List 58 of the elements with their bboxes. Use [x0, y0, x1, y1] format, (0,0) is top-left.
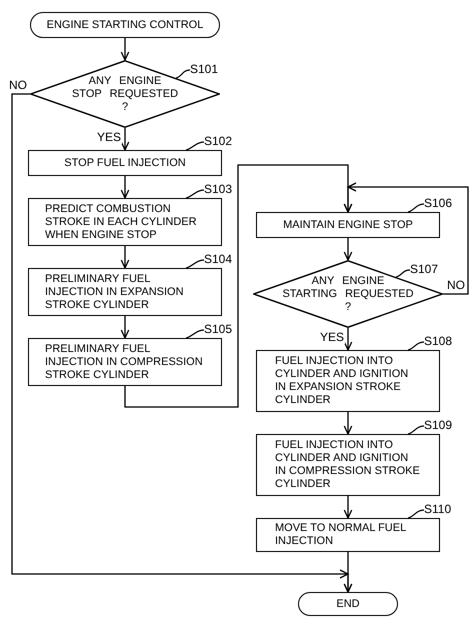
leader-line	[186, 189, 204, 199]
process-box	[28, 268, 222, 316]
step-number: S103	[204, 182, 232, 196]
step-description: MOVE TO NORMAL FUEL INJECTION	[275, 522, 407, 548]
process-box	[256, 518, 440, 552]
terminal-label: END	[336, 598, 360, 610]
step-description: PRELIMINARY FUEL INJECTION IN COMPRESSION STROKE CYLINDER	[45, 342, 204, 382]
arrow	[120, 38, 130, 61]
leader-line	[396, 269, 410, 278]
step-description: PREDICT COMBUSTION STROKE IN EACH CYLINDER WHEN ENGINE STOP	[45, 202, 198, 242]
step-number: S102	[204, 134, 232, 148]
arrow	[344, 412, 352, 435]
terminal	[298, 592, 398, 616]
branch-label: YES	[319, 330, 346, 344]
step-number: S104	[204, 252, 232, 266]
arrow	[120, 176, 130, 199]
arrow	[120, 316, 130, 339]
leader-line	[408, 509, 424, 519]
leader-line	[186, 329, 204, 339]
process-box	[28, 198, 222, 246]
leader-line	[408, 425, 424, 435]
step-description: MAINTAIN ENGINE STOP	[283, 218, 413, 232]
terminal	[30, 12, 220, 38]
step-description: FUEL INJECTION INTO CYLINDER AND IGNITION IN EXPANSION STROKE CYLINDER	[275, 355, 410, 407]
terminal-label: ENGINE STARTING CONTROL	[46, 18, 204, 32]
decision-question: ANY ENGINE STOP REQUESTED ?	[70, 74, 180, 114]
step-description: STOP FUEL INJECTION	[64, 156, 186, 170]
decision-diamond	[30, 60, 220, 128]
process-box	[256, 434, 440, 496]
step-number: S105	[204, 322, 232, 336]
leader-line	[408, 203, 424, 213]
arrow	[344, 328, 352, 351]
branch-label: YES	[96, 130, 122, 144]
branch-label: NO	[8, 78, 28, 92]
step-number: S107	[410, 262, 438, 276]
step-number: S109	[424, 418, 452, 432]
step-number: S110	[424, 502, 452, 516]
step-number: S108	[424, 334, 452, 348]
process-box	[28, 150, 222, 176]
process-box	[256, 212, 440, 238]
decision-diamond	[253, 260, 443, 328]
process-box	[256, 350, 440, 412]
step-number: S106	[424, 196, 452, 210]
arrow	[120, 246, 130, 269]
arrow	[11, 93, 352, 593]
decision-question: ANY ENGINE STARTING REQUESTED ?	[281, 274, 415, 314]
leader-line	[186, 259, 204, 269]
step-description: PRELIMINARY FUEL INJECTION IN EXPANSION STROKE CYLINDER	[45, 272, 185, 312]
leader-line	[408, 341, 424, 351]
step-description: FUEL INJECTION INTO CYLINDER AND IGNITION IN COMPRESSION STROKE CYLINDER	[275, 439, 421, 491]
branch-label: NO	[446, 278, 466, 292]
arrow	[120, 128, 130, 151]
process-box	[28, 338, 222, 386]
arrow	[344, 238, 352, 261]
leader-line	[176, 69, 190, 79]
arrow	[344, 182, 469, 295]
step-number: S101	[190, 62, 218, 76]
arrow	[344, 496, 352, 519]
